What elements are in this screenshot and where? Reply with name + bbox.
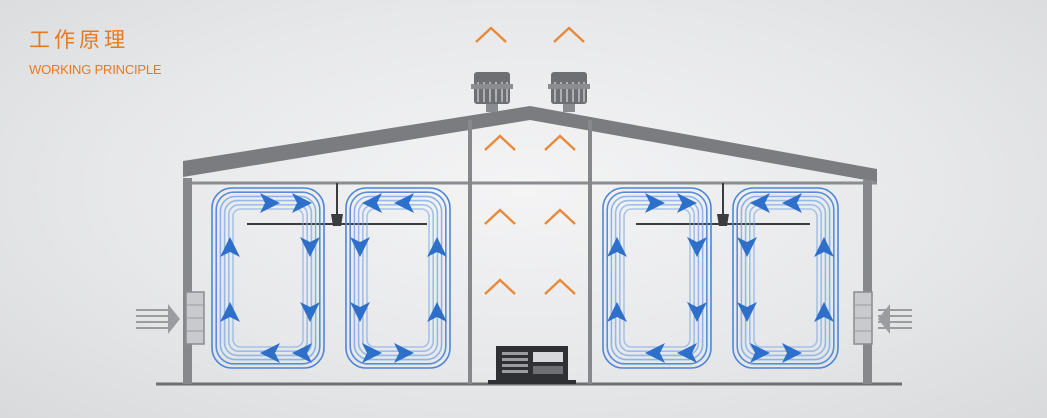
- hot-air-arrow: [544, 134, 576, 198]
- hot-air-exhaust-arrows-icon: [475, 26, 585, 342]
- cool-air-loop-line: [606, 191, 708, 365]
- cool-air-loop-line: [219, 195, 317, 361]
- airflow-arrow-icon: [292, 193, 312, 213]
- airflow-arrow-icon: [220, 302, 240, 322]
- airflow-arrow-icon: [687, 302, 707, 322]
- ceiling-fan-icon: [247, 183, 427, 226]
- airflow-arrow-icon: [607, 237, 627, 257]
- airflow-arrow-icon: [300, 237, 320, 257]
- airflow-arrow-icon: [750, 193, 770, 213]
- airflow-arrow-icon: [260, 193, 280, 213]
- cool-air-loop-line: [361, 204, 434, 352]
- airflow-arrow-icon: [260, 343, 280, 363]
- roof: [183, 106, 877, 185]
- cool-air-loop-line: [366, 208, 430, 348]
- cool-air-loop-line: [215, 191, 321, 365]
- cool-air-loop-line: [228, 204, 309, 352]
- walls: [183, 120, 872, 384]
- cool-air-loop-line: [753, 208, 818, 348]
- cool-air-loop-line: [349, 191, 447, 365]
- hot-air-arrow: [553, 26, 585, 64]
- cool-air-loop-line: [618, 204, 695, 352]
- airflow-arrow-icon: [782, 343, 802, 363]
- hot-air-arrow: [484, 208, 516, 272]
- cool-air-loop-line: [744, 199, 827, 357]
- hot-air-arrow: [484, 278, 516, 342]
- turbine-vent-icon: [548, 72, 590, 112]
- airflow-arrow-icon: [362, 343, 382, 363]
- airflow-arrow-icon: [687, 237, 707, 257]
- turbine-vent-icon: [471, 72, 513, 112]
- right-wall-inlet: [853, 291, 873, 345]
- airflow-arrow-icon: [607, 302, 627, 322]
- cool-air-loop-line: [748, 204, 822, 352]
- cool-air-loop-line: [211, 187, 325, 369]
- hot-air-arrow: [544, 278, 576, 342]
- airflow-arrow-icon: [350, 237, 370, 257]
- air-inlet-arrows-icon: [136, 304, 180, 334]
- cool-air-loop-line: [610, 195, 704, 361]
- hot-air-arrow: [544, 208, 576, 272]
- left-wall-inlet: [185, 291, 205, 345]
- cool-air-circulation: [211, 187, 839, 369]
- airflow-arrow-icon: [677, 343, 697, 363]
- airflow-arrow-icon: [300, 302, 320, 322]
- airflow-arrow-icon: [220, 237, 240, 257]
- cool-air-loop-line: [345, 187, 451, 369]
- airflow-arrow-icon: [814, 302, 834, 322]
- airflow-arrow-icon: [737, 302, 757, 322]
- page-title: 工作原理: [29, 28, 129, 52]
- airflow-arrow-icon: [292, 343, 312, 363]
- airflow-arrow-icon: [362, 193, 382, 213]
- airflow-arrow-icon: [782, 193, 802, 213]
- cool-air-loop-line: [602, 187, 712, 369]
- airflow-arrow-icon: [394, 343, 414, 363]
- airflow-arrow-icon: [737, 237, 757, 257]
- airflow-arrow-icon: [814, 237, 834, 257]
- airflow-arrow-icon: [645, 193, 665, 213]
- airflow-arrow-icon: [645, 343, 665, 363]
- airflow-arrow-icon: [427, 302, 447, 322]
- cool-air-loop-line: [623, 208, 691, 348]
- ceiling-fan-icon: [636, 183, 810, 226]
- page-subtitle: WORKING PRINCIPLE: [29, 62, 162, 77]
- airflow-arrow-icon: [350, 302, 370, 322]
- airflow-arrow-icon: [750, 343, 770, 363]
- hot-air-arrow: [475, 26, 507, 64]
- cool-air-loop-line: [232, 208, 304, 348]
- airflow-arrow-icon: [677, 193, 697, 213]
- air-inlet-arrows-icon: [878, 304, 912, 334]
- cool-air-loop-line: [736, 191, 835, 365]
- airflow-arrow-icon: [427, 237, 447, 257]
- hot-air-arrow: [484, 134, 516, 198]
- cool-air-loop-line: [732, 187, 839, 369]
- heater-unit-icon: [488, 346, 576, 384]
- airflow-arrow-icon: [394, 193, 414, 213]
